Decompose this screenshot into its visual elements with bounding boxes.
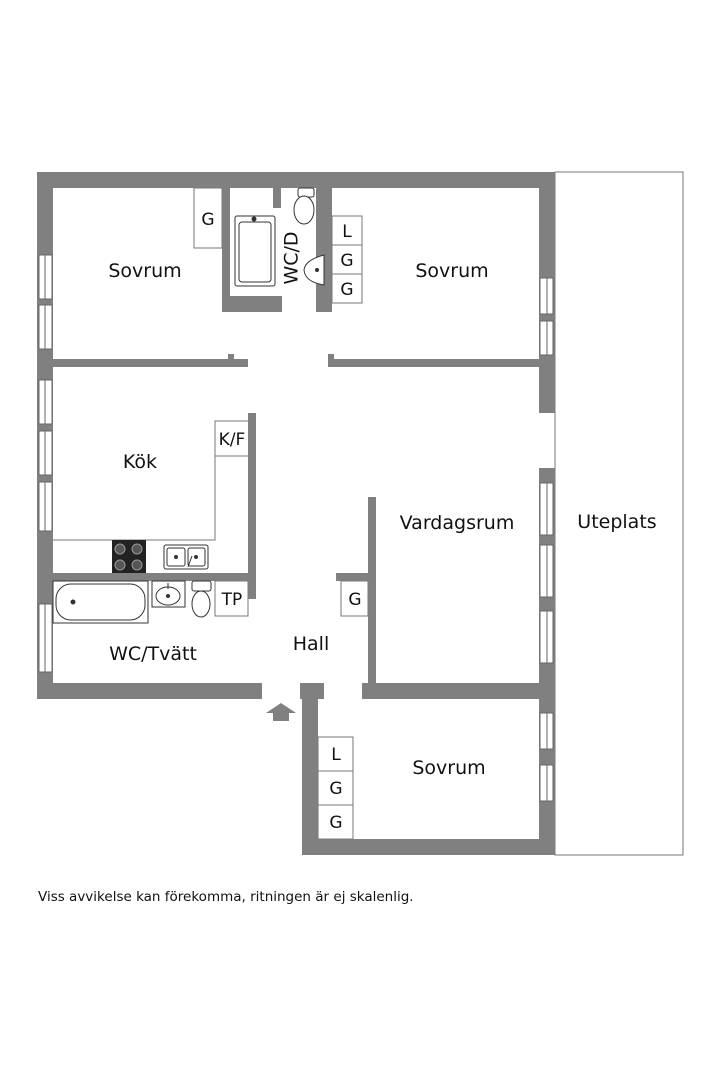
room-label-vardagsrum: Vardagsrum bbox=[400, 512, 515, 534]
closet-label-g: G bbox=[329, 813, 342, 833]
bathtub-icon bbox=[234, 215, 276, 287]
kitchen-sink-icon bbox=[163, 544, 209, 570]
room-label-wc-d: WC/D bbox=[281, 231, 303, 284]
washbasin-icon bbox=[303, 254, 325, 286]
room-label-sovrum-top-right: Sovrum bbox=[415, 260, 488, 282]
room-label-hall: Hall bbox=[293, 633, 330, 655]
closet-label-g: G bbox=[340, 280, 353, 300]
room-label-sovrum-top-left: Sovrum bbox=[108, 260, 181, 282]
room-label-wc-tvatt: WC/Tvätt bbox=[109, 643, 197, 665]
disclaimer-note: Viss avvikelse kan förekomma, ritningen … bbox=[38, 889, 414, 905]
closet-boxes bbox=[193, 187, 369, 840]
closet-label-l: L bbox=[342, 222, 352, 242]
washbasin-icon-2 bbox=[151, 580, 186, 608]
toilet-icon bbox=[293, 187, 315, 225]
entrance-arrow-icon bbox=[266, 703, 296, 721]
windows bbox=[38, 254, 554, 802]
room-label-sovrum-bottom: Sovrum bbox=[412, 757, 485, 779]
bathtub-icon-2 bbox=[52, 580, 149, 624]
closet-label-g: G bbox=[201, 210, 214, 230]
room-label-kok: Kök bbox=[123, 451, 157, 473]
terrace-area bbox=[554, 171, 684, 856]
closet-label-kf: K/F bbox=[219, 430, 246, 450]
closet-label-tp: TP bbox=[221, 590, 243, 610]
interior-walls bbox=[53, 188, 539, 699]
stove-icon bbox=[112, 540, 146, 573]
closet-label-g: G bbox=[329, 779, 342, 799]
closet-label-g: G bbox=[340, 251, 353, 271]
closet-label-g: G bbox=[348, 590, 361, 610]
closet-label-l: L bbox=[331, 745, 341, 765]
room-label-uteplats: Uteplats bbox=[577, 511, 656, 533]
toilet-icon-2 bbox=[191, 580, 212, 618]
